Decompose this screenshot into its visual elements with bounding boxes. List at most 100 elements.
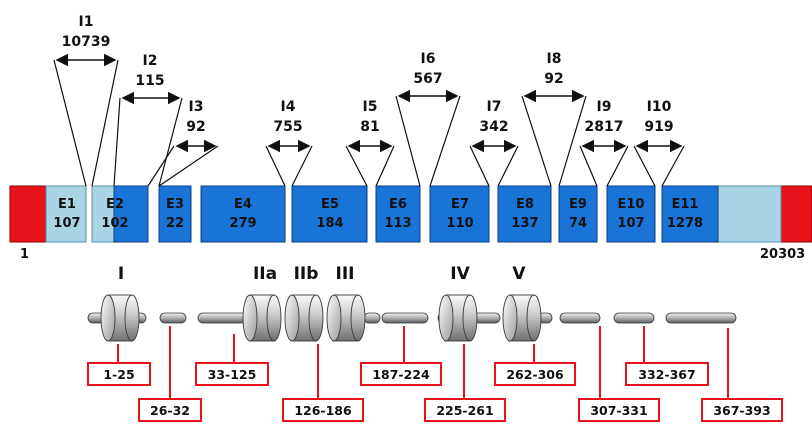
intron-size: 92 [186,119,205,135]
intron-label: I7 [487,99,502,115]
linker-rod [559,312,601,324]
utr-5-block [9,185,47,243]
range-box [701,398,783,422]
range-label: 33-125 [208,367,257,382]
range-box [360,362,442,386]
intron-funnel-line [497,145,519,187]
exon-block [113,185,149,243]
exon-block [375,185,421,243]
intron-size: 755 [273,119,302,135]
exon2-noncoding [91,185,115,243]
intron-funnel-line [606,145,629,187]
intron-funnel-line [291,145,313,187]
exon-label: E6 [389,197,407,212]
intron-funnel-line [661,145,685,187]
intron-funnel-line [345,145,368,187]
intron-funnel-line [395,95,421,187]
intron-label: I2 [143,53,158,69]
range-label: 187-224 [372,367,430,382]
exon-block [497,185,552,243]
range-label: 26-32 [150,403,190,418]
intron-label: I5 [363,99,378,115]
intron-funnel-line [91,59,119,187]
exon-size: 184 [316,216,343,231]
intron-funnel-line [147,145,175,187]
domain-label: IIb [294,264,319,284]
intron-funnel-line [429,95,461,187]
exon-size: 102 [101,216,128,231]
linker-rod [665,312,737,324]
intron-funnel-line [113,97,121,187]
intron-label: I4 [281,99,296,115]
exon-size: 107 [617,216,644,231]
end-coordinate: 20303 [760,247,805,262]
start-coordinate: 1 [20,247,29,262]
intron-label: I6 [421,51,436,67]
domain-cylinder [284,294,324,342]
intron-label: I3 [189,99,204,115]
range-box [494,362,576,386]
exon-label: E5 [321,197,339,212]
range-label: 225-261 [436,403,493,418]
range-box [138,398,202,422]
domain-cylinder [326,294,366,342]
exon-block [291,185,368,243]
exon1-noncoding [45,185,87,243]
intron-label: I9 [597,99,612,115]
intron-funnel-line [558,95,587,187]
range-label: 332-367 [638,367,695,382]
range-box [282,398,364,422]
intron-size: 2817 [585,119,624,135]
exon-label: E9 [569,197,587,212]
intron-size: 567 [413,71,442,87]
range-box [87,362,151,386]
domain-label: V [512,264,526,284]
utr-3-block [780,185,812,243]
exon-label: E8 [516,197,534,212]
exon-size: 279 [229,216,256,231]
exon-label: E4 [234,197,252,212]
intron-size: 81 [360,119,379,135]
range-label: 1-25 [103,367,134,382]
intron-size: 10739 [62,34,111,50]
exon-size: 22 [166,216,184,231]
exon-size: 107 [53,216,80,231]
exon-block [429,185,490,243]
exon-block [661,185,719,243]
intron-size: 115 [135,73,164,89]
linker-rod [381,312,429,324]
gene-bar: E1107E2102E322E4279E5184E6113E7110E8137E… [9,185,812,243]
linker-rod [363,312,381,324]
range-box [625,362,709,386]
domain-label: IIa [253,264,277,284]
exon-label: E7 [451,197,469,212]
intron-layer: I110739I2115I392I4755I581I6567I7342I892I… [53,14,685,187]
linker-rod [613,312,655,324]
exon-block [558,185,598,243]
intron-funnel-line [521,95,552,187]
exon-size: 74 [569,216,587,231]
exon-label: E2 [106,197,124,212]
intron-funnel-line [158,145,219,187]
domain-label: IV [450,264,470,284]
domain-cylinder [100,294,140,342]
intron-label: I10 [647,99,672,115]
intron-funnel-line [633,145,656,187]
intron-funnel-line [375,145,395,187]
exon-label: E11 [672,197,699,212]
range-box [424,398,506,422]
intron-funnel-line [265,145,286,187]
domain-cylinder [502,294,542,342]
exon-label: E3 [166,197,184,212]
exon11-noncoding [717,185,782,243]
range-box [578,398,660,422]
intron-size: 919 [644,119,673,135]
intron-size: 342 [479,119,508,135]
intron-label: I8 [547,51,562,67]
domain-label: III [336,264,355,284]
intron-funnel-line [158,97,183,187]
intron-size: 92 [544,71,563,87]
intron-label: I1 [79,14,94,30]
